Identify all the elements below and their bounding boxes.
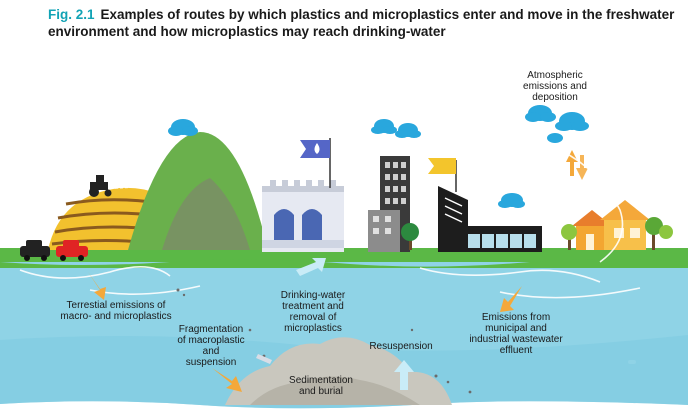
low-building [368, 210, 400, 252]
flow-lines [19, 149, 641, 299]
label-wastewater: Emissions from municipal and industrial … [469, 312, 563, 356]
water-pool [620, 320, 638, 328]
droplet-icon [314, 143, 320, 154]
label-fragmentation: Fragmentation of macroplastic and suspen… [177, 324, 245, 368]
label-drinking-water: Drinking-water treatment and removal of … [280, 290, 346, 334]
tree-icon-houses [561, 217, 673, 250]
label-atmospheric: Atmospheric emissions and deposition [523, 70, 587, 103]
resuspension-arrow-icon [394, 360, 414, 390]
treatment-plant [262, 180, 344, 252]
wastewater-arrow-icon [500, 286, 522, 312]
label-sedimentation: Sedimentation and burial [289, 375, 353, 397]
grass-edge [0, 259, 688, 268]
car-icon [20, 240, 50, 261]
green-hill-shade [162, 178, 250, 250]
label-resuspension: Resuspension [369, 341, 433, 352]
cloud-icon [168, 105, 589, 208]
sediment-shade [250, 376, 420, 405]
tree-icon [401, 223, 419, 250]
terrestrial-arrow-icon [88, 272, 106, 300]
figure-caption: Examples of routes by which plastics and… [48, 7, 675, 39]
car-icon-red [56, 240, 88, 261]
bottle-icon [256, 354, 272, 364]
tractor-trail [109, 186, 131, 189]
factory-icon [438, 186, 542, 252]
flag-icon-yellow [428, 158, 456, 174]
microplastic-debris [176, 288, 472, 394]
figure-number: Fig. 2.1 [48, 7, 95, 22]
atmospheric-arrow-icon [566, 150, 578, 176]
house-icon [572, 200, 650, 250]
label-terrestrial: Terrestial emissions of macro- and micro… [60, 300, 172, 322]
tractor-icon [89, 175, 112, 197]
drinking-water-arrow-icon [296, 258, 326, 276]
atmospheric-arrow-down-icon [576, 155, 588, 180]
fragmentation-arrow-icon [212, 368, 242, 392]
low-building-windows [373, 216, 391, 234]
water-pool-small [628, 360, 636, 364]
